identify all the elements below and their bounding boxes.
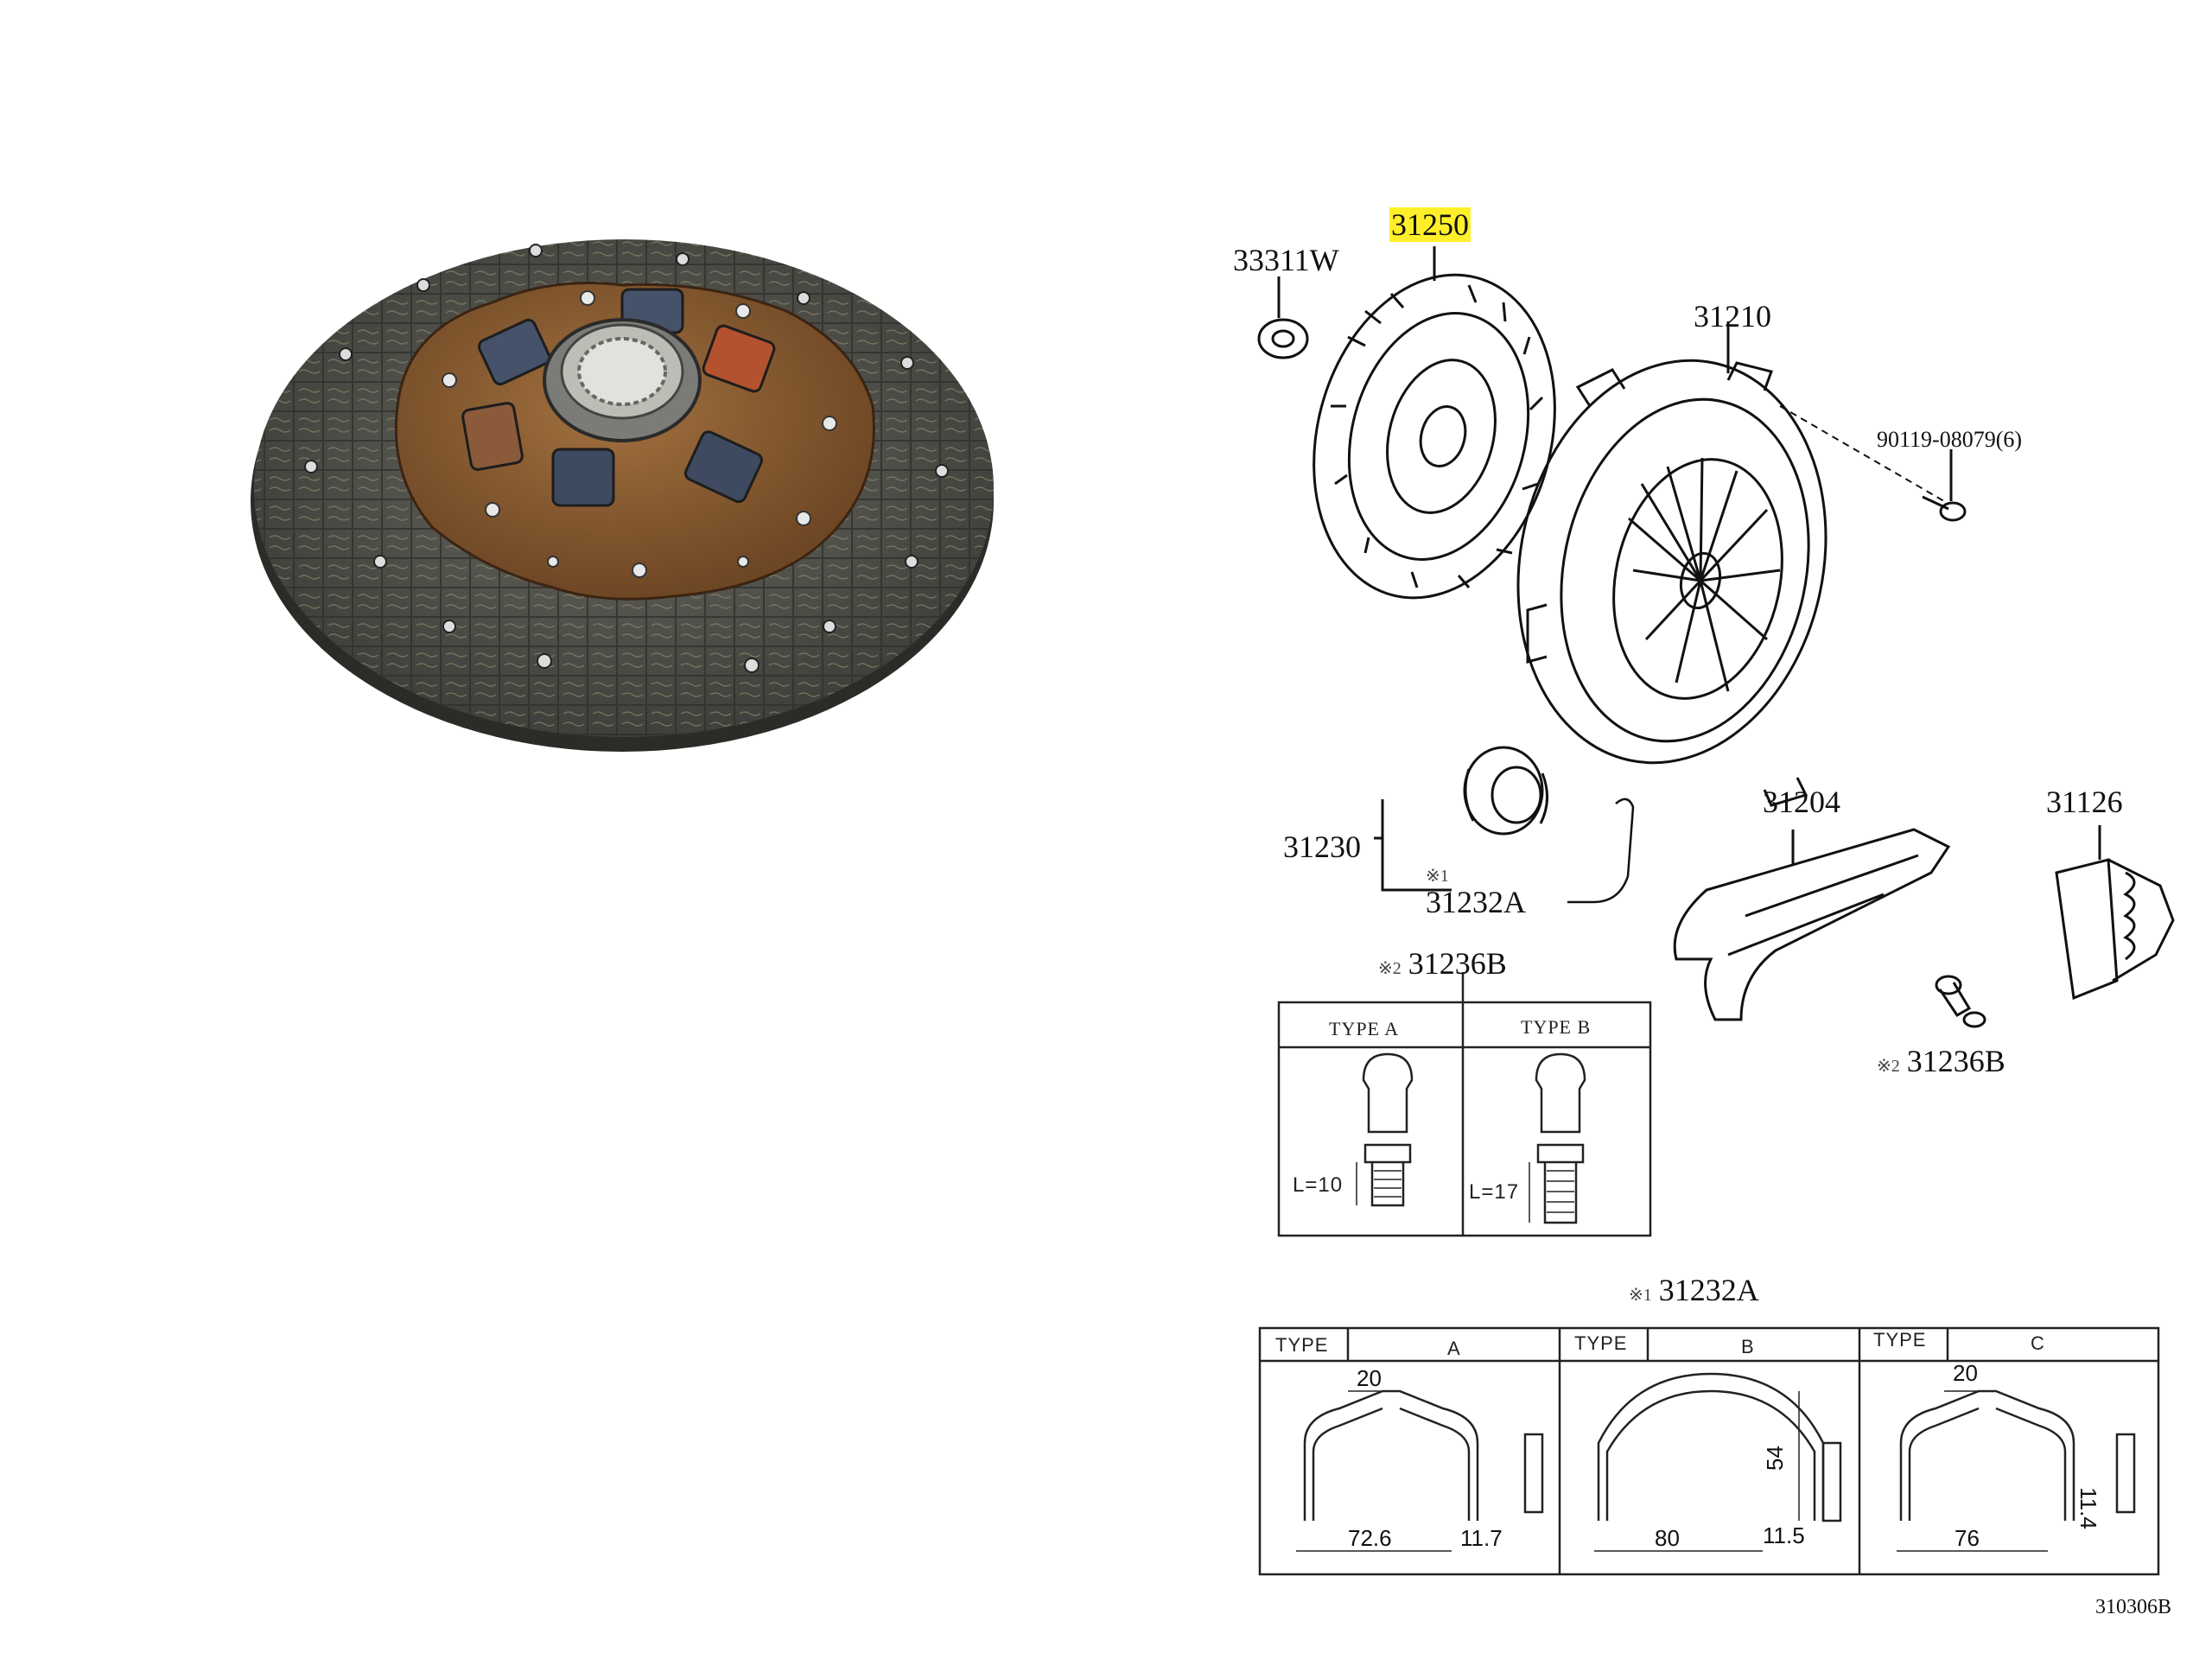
- clip-type-a: A: [1447, 1338, 1461, 1359]
- callout-31236B-top: ※2 31236B: [1378, 948, 1507, 979]
- dim-b-width: 80: [1655, 1525, 1680, 1551]
- dim-a-width: 72.6: [1348, 1525, 1392, 1551]
- dim-a-top: 20: [1357, 1365, 1382, 1391]
- note-mark-1: ※1: [1426, 867, 1449, 886]
- dim-b-height: 54: [1761, 1446, 1788, 1471]
- clutch-disc-drawing: [1313, 246, 1556, 600]
- clip-type-label-c: TYPE: [1873, 1329, 1927, 1351]
- pressure-plate-drawing: [1516, 321, 1827, 807]
- callout-31250-text: 31250: [1389, 207, 1471, 242]
- boot-drawing: [2055, 825, 2175, 1001]
- pin-len-b: L=17: [1469, 1180, 1520, 1204]
- dim-a-depth: 11.7: [1460, 1525, 1503, 1551]
- callout-31232A-text: 31232A: [1426, 885, 1526, 919]
- clip-type-table: [1258, 1326, 2160, 1576]
- clip-type-label-a: TYPE: [1275, 1334, 1329, 1356]
- clip-type-b: B: [1741, 1336, 1755, 1357]
- callout-31236B-top-text: 31236B: [1408, 946, 1507, 981]
- callout-31250: 31250: [1389, 207, 1471, 242]
- dim-c-top: 20: [1953, 1360, 1978, 1386]
- clip-table-heading: ※1 31232A: [1629, 1274, 1759, 1306]
- pin-type-table: [1277, 972, 1652, 1237]
- clip-note-mark: ※1: [1629, 1286, 1652, 1305]
- callout-31210: 31210: [1694, 299, 1771, 334]
- callout-31230: 31230: [1283, 830, 1361, 864]
- note-mark-2: ※2: [1378, 959, 1402, 978]
- pivot-stud-drawing: [1935, 975, 1986, 1028]
- bolt-drawing: [1779, 405, 1967, 522]
- clip-table-heading-part: 31232A: [1658, 1273, 1759, 1307]
- dim-c-depth: 11.4: [2075, 1487, 2101, 1529]
- callout-31236B-right-text: 31236B: [1906, 1044, 2005, 1078]
- dim-b-depth: 11.5: [1763, 1522, 1805, 1548]
- callout-90119-08079: 90119-08079(6): [1877, 427, 2023, 452]
- callout-33311W: 33311W: [1233, 243, 1339, 277]
- clutch-disc-photo: [251, 239, 994, 752]
- pin-table-col-b: TYPE B: [1521, 1016, 1592, 1038]
- note-mark-2b: ※2: [1877, 1057, 1900, 1076]
- callout-31204: 31204: [1763, 785, 1840, 819]
- release-bearing-drawing: [1374, 746, 1635, 904]
- pin-len-a: L=10: [1293, 1173, 1344, 1197]
- pin-table-col-a: TYPE A: [1329, 1018, 1400, 1039]
- figure-code: 310306B: [2095, 1596, 2172, 1618]
- clip-type-c: C: [2031, 1332, 2045, 1354]
- dim-c-width: 76: [1955, 1525, 1980, 1551]
- callout-31126: 31126: [2046, 785, 2123, 819]
- clip-type-label-b: TYPE: [1574, 1332, 1628, 1354]
- pilot-bearing-drawing: [1257, 276, 1309, 359]
- callout-31236B-right: ※2 31236B: [1877, 1046, 2005, 1077]
- release-fork-drawing: [1673, 828, 1951, 1021]
